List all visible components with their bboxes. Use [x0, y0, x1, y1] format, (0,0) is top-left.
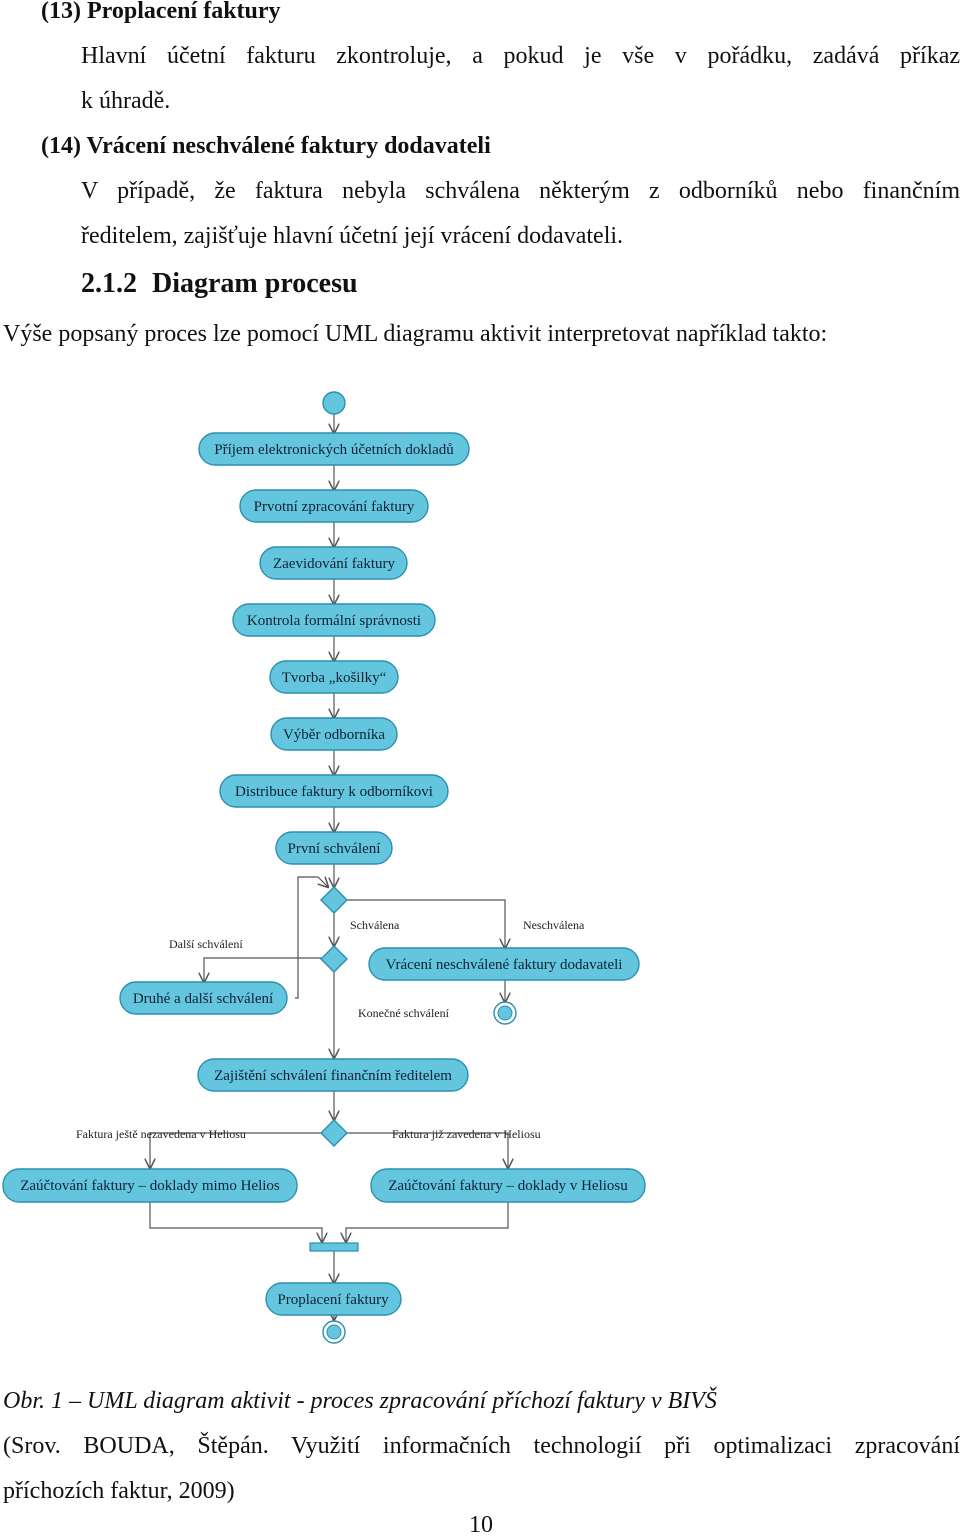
- final-node-return: [493, 1001, 517, 1025]
- decision-approval-level: [320, 945, 348, 973]
- edge-next-approval: [204, 957, 322, 982]
- paragraph-14-line-1: V případě, že faktura nebyla schválena n…: [81, 178, 960, 204]
- subsection-heading: 2.1.2 Diagram procesu: [81, 269, 358, 299]
- activity-a12: Zaúčtování faktury – doklady mimo Helios: [2, 1168, 298, 1203]
- activity-a3: Zaevidování faktury: [259, 546, 408, 580]
- edge-in-helios: [346, 1132, 508, 1168]
- activity-a10: Druhé a další schválení: [119, 981, 288, 1015]
- svg-text:Příjem elektronických účetních: Příjem elektronických účetních dokladů: [214, 442, 454, 458]
- svg-text:Zaevidování faktury: Zaevidování faktury: [273, 556, 396, 572]
- svg-text:Tvorba „košilky“: Tvorba „košilky“: [282, 670, 387, 686]
- source-line-2: příchozích faktur, 2009): [3, 1478, 235, 1504]
- heading-14: (14) Vrácení neschválené faktury dodavat…: [41, 133, 491, 159]
- activity-a8: První schválení: [275, 831, 393, 865]
- svg-text:Prvotní zpracování faktury: Prvotní zpracování faktury: [254, 499, 415, 515]
- activity-a14: Proplacení faktury: [265, 1282, 402, 1316]
- guard-final-approval: Konečné schválení: [358, 1006, 450, 1020]
- subsection-number: 2.1.2: [81, 268, 137, 299]
- activity-a9: Vrácení neschválené faktury dodavateli: [368, 947, 640, 981]
- decision-first-approval: [320, 886, 348, 914]
- svg-text:Distribuce faktury k odborníko: Distribuce faktury k odborníkovi: [235, 784, 433, 800]
- edge-right-join: [346, 1202, 509, 1242]
- intro-text: Výše popsaný proces lze pomocí UML diagr…: [3, 321, 828, 347]
- activity-a11: Zajištění schválení finančním ředitelem: [197, 1058, 469, 1092]
- activity-a13: Zaúčtování faktury – doklady v Heliosu: [370, 1168, 646, 1203]
- heading-13: (13) Proplacení faktury: [41, 0, 281, 24]
- page-number: 10: [469, 1512, 493, 1538]
- paragraph-13-line-1: Hlavní účetní fakturu zkontroluje, a pok…: [81, 43, 960, 69]
- guard-rejected: Neschválena: [523, 918, 585, 932]
- paragraph-13-line-2: k úhradě.: [81, 88, 171, 114]
- figure-caption: Obr. 1 – UML diagram aktivit - proces zp…: [3, 1388, 717, 1414]
- activity-a7: Distribuce faktury k odborníkovi: [219, 774, 449, 808]
- svg-text:Druhé a další schválení: Druhé a další schválení: [133, 991, 273, 1007]
- svg-text:Vrácení neschválené faktury do: Vrácení neschválené faktury dodavateli: [386, 957, 623, 973]
- guard-in-helios: Faktura již zavedena v Heliosu: [392, 1127, 541, 1141]
- activity-a5: Tvorba „košilky“: [269, 660, 399, 694]
- uml-activity-diagram: Příjem elektronických účetních dokladů P…: [2, 391, 646, 1344]
- subsection-title: Diagram procesu: [152, 268, 358, 299]
- guard-not-in-helios: Faktura ještě nezavedena v Heliosu: [76, 1127, 246, 1141]
- decision-helios: [320, 1119, 348, 1147]
- svg-text:Proplacení faktury: Proplacení faktury: [277, 1292, 389, 1308]
- svg-text:Zajištění schválení finančním: Zajištění schválení finančním ředitelem: [214, 1068, 452, 1084]
- edge-not-in-helios: [150, 1132, 322, 1168]
- svg-text:Zaúčtování faktury – doklady m: Zaúčtování faktury – doklady mimo Helios: [20, 1178, 280, 1194]
- svg-text:První schválení: První schválení: [288, 841, 381, 857]
- activity-a2: Prvotní zpracování faktury: [239, 489, 429, 523]
- edge-loop-back: [295, 877, 328, 999]
- guard-approved: Schválena: [350, 918, 400, 932]
- paragraph-14-line-2: ředitelem, zajišťuje hlavní účetní její …: [81, 223, 624, 249]
- guard-next-approval: Další schválení: [169, 937, 243, 951]
- svg-text:Výběr odborníka: Výběr odborníka: [283, 727, 385, 743]
- svg-text:Zaúčtování faktury – doklady v: Zaúčtování faktury – doklady v Heliosu: [388, 1178, 628, 1194]
- source-line-1: (Srov. BOUDA, Štěpán. Využití informační…: [3, 1433, 960, 1459]
- svg-text:Kontrola formální správnosti: Kontrola formální správnosti: [247, 613, 421, 629]
- initial-node: [322, 391, 346, 415]
- final-node-end: [322, 1320, 346, 1344]
- edge-left-join: [149, 1202, 322, 1242]
- activity-a4: Kontrola formální správnosti: [232, 603, 436, 637]
- activity-a1: Příjem elektronických účetních dokladů: [198, 432, 470, 466]
- diagram-edges: [150, 414, 508, 1320]
- edge-rejected: [346, 899, 505, 948]
- join-bar: [309, 1242, 359, 1252]
- activity-a6: Výběr odborníka: [270, 717, 398, 751]
